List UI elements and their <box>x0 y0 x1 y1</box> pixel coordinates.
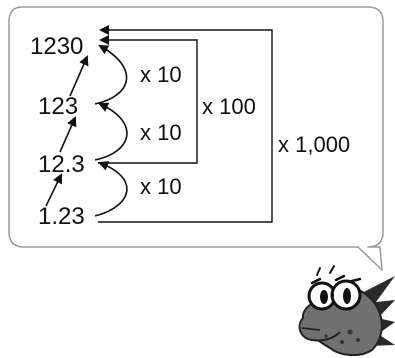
curve-arrow-x10-top <box>94 45 128 105</box>
bracket-arrow-x1000 <box>98 25 273 223</box>
up-arrow-123-to-1230 <box>69 55 89 97</box>
label-bg <box>138 59 184 87</box>
speech-bubble <box>8 6 384 271</box>
bracket-arrow-x100 <box>98 35 198 164</box>
label-bg <box>138 118 184 146</box>
number-123: 123 <box>38 93 78 120</box>
label-x10-bottom: x 10 <box>140 174 182 199</box>
up-arrow-12-3-to-123 <box>59 116 77 153</box>
label-x10-top: x 10 <box>140 62 182 87</box>
dragon-mascot-icon <box>298 265 395 356</box>
number-12-3: 12.3 <box>38 151 85 178</box>
label-x1000: x 1,000 <box>278 132 350 157</box>
curve-arrow-x10-middle <box>94 102 128 161</box>
label-bg <box>200 92 266 120</box>
label-x100: x 100 <box>202 94 256 119</box>
label-x10-middle: x 10 <box>140 120 182 145</box>
up-arrow-1-23-to-12-3 <box>45 173 63 207</box>
number-1-23: 1.23 <box>38 203 85 230</box>
label-bg <box>276 130 370 160</box>
number-1230: 1230 <box>30 33 83 60</box>
curve-arrow-x10-bottom <box>94 161 128 217</box>
